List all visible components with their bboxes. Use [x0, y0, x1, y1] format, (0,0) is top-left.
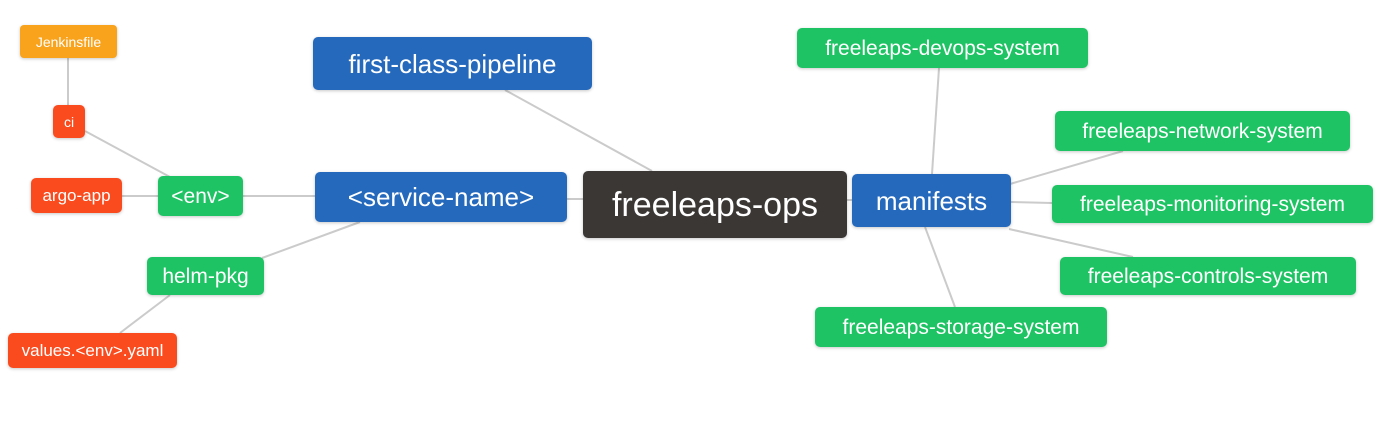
edge-manifests-network	[1009, 150, 1124, 185]
node-freeleaps-controls-system[interactable]: freeleaps-controls-system	[1060, 257, 1356, 295]
edge-manifests-storage	[924, 226, 956, 308]
edge-ci-env	[84, 130, 171, 178]
edge-pipeline-freeleaps-ops	[504, 89, 653, 172]
node-freeleaps-network-system[interactable]: freeleaps-network-system	[1055, 111, 1350, 151]
node-freeleaps-storage-system[interactable]: freeleaps-storage-system	[815, 307, 1107, 347]
node-values-env-yaml[interactable]: values.<env>.yaml	[8, 333, 177, 368]
edge-service-name-helm-pkg	[261, 221, 361, 259]
node-jenkinsfile[interactable]: Jenkinsfile	[20, 25, 117, 58]
node-freeleaps-ops-root[interactable]: freeleaps-ops	[583, 171, 847, 238]
node-freeleaps-monitoring-system[interactable]: freeleaps-monitoring-system	[1052, 185, 1373, 223]
node-helm-pkg[interactable]: helm-pkg	[147, 257, 264, 295]
edge-manifests-controls	[1008, 228, 1134, 258]
node-service-name[interactable]: <service-name>	[315, 172, 567, 222]
node-manifests[interactable]: manifests	[852, 174, 1011, 227]
node-env[interactable]: <env>	[158, 176, 243, 216]
node-freeleaps-devops-system[interactable]: freeleaps-devops-system	[797, 28, 1088, 68]
edge-manifests-devops	[931, 67, 940, 175]
edge-manifests-monitoring	[1010, 201, 1053, 204]
node-ci[interactable]: ci	[53, 105, 85, 138]
node-argo-app[interactable]: argo-app	[31, 178, 122, 213]
edge-helm-pkg-values	[119, 294, 171, 334]
node-first-class-pipeline[interactable]: first-class-pipeline	[313, 37, 592, 90]
